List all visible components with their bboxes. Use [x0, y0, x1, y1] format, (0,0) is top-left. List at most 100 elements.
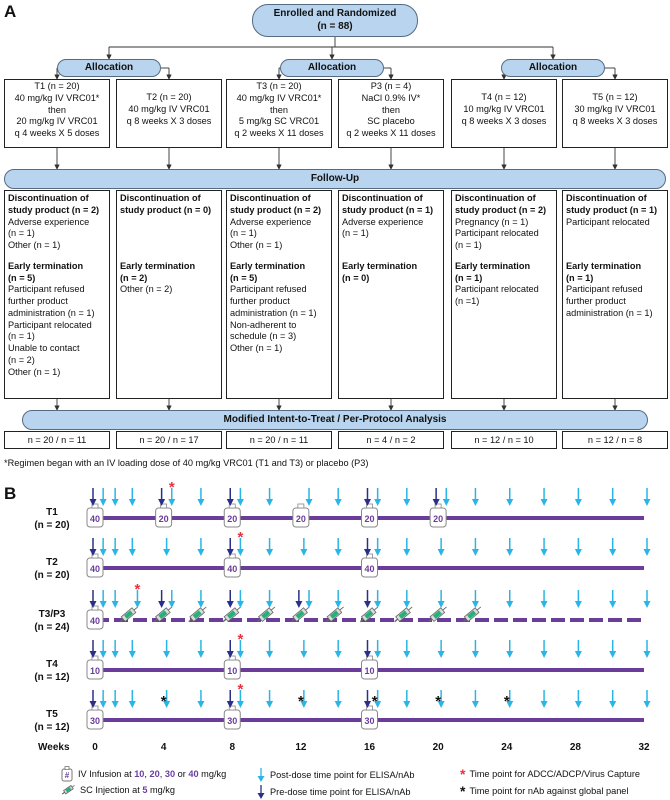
post-dose-arrow-head — [197, 499, 205, 506]
arm-count: (n = 12) — [34, 672, 69, 683]
infusion-bag-cap — [366, 705, 373, 711]
pre-dose-arrow-head — [364, 601, 371, 608]
early-termination-title: Early termination — [8, 260, 84, 271]
arm-count: (n = 24) — [34, 622, 69, 633]
post-dose-arrow-head — [300, 549, 308, 556]
discontinuation-title: Discontinuation of — [455, 193, 536, 203]
legend-infusion: # IV Infusion at 10, 20, 30 or 40 mg/kg — [60, 766, 226, 782]
pre-dose-arrow-head — [226, 499, 234, 506]
syringe-icon — [188, 606, 207, 623]
discontinuation-line: (n = 1) — [342, 228, 369, 239]
regimen-line: 40 mg/kg IV VRC01* — [14, 92, 100, 103]
syringe-part — [339, 606, 344, 611]
regimen-line: then — [48, 104, 66, 115]
legend-post-label: Post-dose time point for ELISA/nAb — [270, 770, 415, 780]
post-dose-arrow-head — [99, 499, 107, 506]
infusion-dose: 30 — [364, 716, 374, 726]
post-dose-arrow-head — [403, 651, 411, 658]
allocation-pill-2: Allocation — [280, 59, 384, 77]
infusion-dose: 30 — [90, 716, 100, 726]
early-termination-title: (n = 5) — [8, 272, 36, 283]
syringe-part — [462, 618, 467, 623]
infusion-dose: 10 — [227, 666, 237, 676]
syringe-part — [270, 606, 276, 611]
arm-label: T1 — [46, 507, 58, 518]
discontinuation-title: study product (n = 2) — [8, 204, 100, 215]
post-dose-arrow-head — [163, 701, 171, 708]
post-dose-arrow-head — [437, 701, 445, 708]
week-tick-label: 0 — [92, 742, 98, 753]
pre-dose-arrow-icon — [257, 785, 265, 799]
post-dose-arrow-head — [305, 601, 313, 608]
post-dose-arrow-head — [574, 651, 582, 658]
syringe-part — [373, 606, 379, 611]
syringe-icon — [291, 606, 310, 623]
discontinuation-line: Adverse experience — [230, 216, 312, 227]
arm-analysis-box: n = 20 / n = 17 — [116, 431, 222, 449]
pre-dose-arrow-head — [364, 701, 371, 708]
syringe-part — [167, 606, 173, 611]
syringe-icon — [153, 606, 173, 623]
legend-black: * Time point for nAb against global pane… — [460, 784, 628, 798]
regimen-line: 5 mg/kg SC VRC01 — [238, 116, 320, 127]
syringe-part — [261, 610, 271, 619]
regimen-line: T5 (n = 12) — [592, 92, 638, 102]
infusion-bag-cap — [91, 655, 99, 661]
discontinuation-title: Discontinuation of — [230, 193, 311, 203]
arm-analysis-box: n = 12 / n = 8 — [562, 431, 668, 449]
infusion-bag-cap — [91, 503, 99, 509]
regimen-line: q 8 weeks X 3 doses — [572, 115, 658, 126]
post-dose-arrow-head — [111, 499, 119, 506]
allocation-label: Allocation — [307, 61, 357, 73]
regimen-line: then — [270, 104, 288, 115]
post-dose-arrow-head — [128, 651, 136, 658]
legend-dose-20: 20 — [149, 769, 160, 779]
discontinuation-title: study product (n = 2) — [230, 204, 322, 215]
post-dose-arrow-head — [403, 701, 411, 708]
regimen-line: q 2 weeks X 11 doses — [346, 128, 436, 139]
post-dose-arrow-head — [374, 651, 382, 658]
post-dose-arrow-head — [111, 549, 119, 556]
post-dose-arrow-head — [305, 499, 313, 506]
infusion-dose: 20 — [227, 514, 237, 524]
week-tick-label: 12 — [295, 742, 307, 753]
followup-pill: Follow-Up — [4, 169, 666, 189]
syringe-icon — [256, 606, 276, 623]
post-dose-arrow-head — [168, 499, 176, 506]
infusion-bag-cap — [366, 503, 373, 509]
legend-dose-10: 10 — [134, 769, 145, 779]
early-termination-title: Early termination — [342, 260, 418, 271]
post-dose-arrow-icon — [257, 768, 265, 782]
red-asterisk-icon: * — [460, 766, 466, 782]
post-dose-arrow-head — [236, 549, 244, 556]
post-dose-arrow-head — [111, 701, 119, 708]
infusion-bag-cap — [160, 503, 168, 509]
pre-dose-arrow-head — [89, 701, 97, 708]
early-termination-line: Participant relocated — [8, 319, 92, 330]
post-dose-arrow-head — [300, 701, 308, 708]
early-termination-line: Participant refused — [230, 284, 307, 295]
pre-dose-arrow-head — [295, 601, 303, 608]
infusion-dose: 20 — [433, 514, 443, 524]
post-dose-arrow-head — [236, 601, 244, 608]
panel-b-letter: B — [4, 484, 17, 503]
regimen-line: T2 (n = 20) — [146, 92, 192, 102]
infusion-bag-cap — [228, 655, 236, 661]
early-termination-line: administration (n = 1) — [8, 307, 95, 318]
post-dose-arrow-head — [99, 601, 107, 608]
early-termination-title: Early termination — [566, 260, 642, 271]
red-asterisk: * — [135, 581, 141, 598]
syringe-part — [359, 618, 364, 623]
syringe-icon — [119, 606, 139, 623]
discontinuation-title: study product (n = 0) — [120, 204, 212, 215]
week-tick-label: 8 — [229, 742, 235, 753]
post-dose-arrow-head — [540, 701, 548, 708]
followup-label: Follow-Up — [310, 172, 360, 184]
regimen-line: T1 (n = 20) — [34, 81, 80, 91]
early-termination-line: Non-adherent to — [230, 319, 297, 330]
early-termination-line: administration (n = 1) — [230, 307, 317, 318]
